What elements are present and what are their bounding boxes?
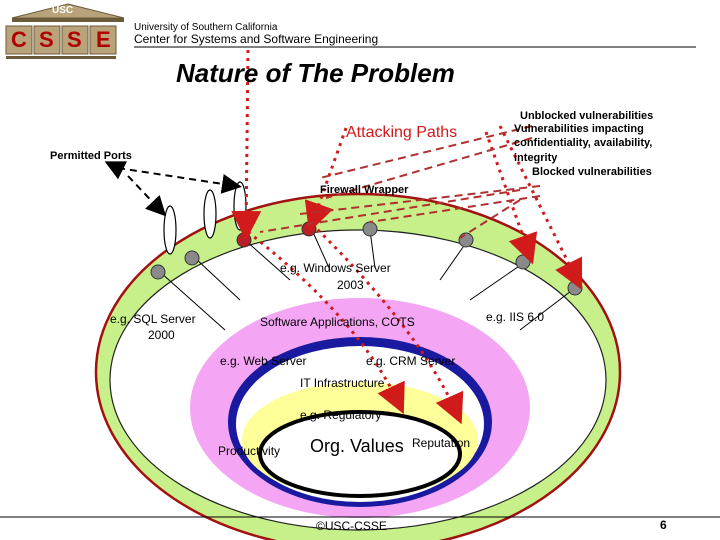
logo-letter: S (67, 27, 82, 52)
sql-server-label: e.g. SQL Server (110, 312, 196, 326)
unblocked-vulnerabilities-label: Unblocked vulnerabilities (520, 110, 654, 122)
center-name: Center for Systems and Software Engineer… (134, 32, 379, 46)
vulnerabilities-impacting-label: Vulnerabilities impacting (514, 123, 644, 135)
page-title: Nature of The Problem (176, 58, 455, 88)
sql-server-version: 2000 (148, 328, 175, 342)
org-values-label: Org. Values (310, 436, 404, 456)
windows-server-label: e.g. Windows Server (280, 261, 391, 275)
university-name: University of Southern California (134, 22, 278, 33)
copyright-footer: ©USC-CSSE (316, 519, 387, 533)
core-ring (258, 410, 462, 498)
firewall-wrapper-label: Firewall Wrapper (320, 184, 409, 196)
iis-label: e.g. IIS 6.0 (486, 310, 545, 324)
vulnerabilities-impacting-label-2: confidentiality, availability, (514, 137, 653, 149)
productivity-label: Productivity (218, 444, 281, 458)
software-applications-label: Software Applications, COTS (260, 315, 415, 329)
permitted-port-arrows (104, 161, 242, 217)
logo-letter: S (39, 27, 54, 52)
attacking-paths-label: Attacking Paths (346, 124, 458, 141)
logo-usc-text: USC (52, 5, 74, 16)
reputation-label: Reputation (412, 436, 471, 450)
page-number: 6 (660, 518, 667, 532)
blocked-vulnerabilities-label: Blocked vulnerabilities (532, 166, 652, 178)
vulnerabilities-impacting-label-3: integrity (514, 152, 558, 164)
windows-server-version: 2003 (337, 278, 364, 292)
web-server-label: e.g. Web Server (220, 354, 307, 368)
regulatory-label: e.g. Regulatory (300, 408, 382, 422)
permitted-ports-label: Permitted Ports (50, 150, 132, 162)
logo-letter: E (96, 27, 111, 52)
it-infrastructure-label: IT Infrastructure (300, 376, 385, 390)
logo-letter: C (11, 27, 27, 52)
blocked-vulnerability-lines (259, 125, 541, 239)
crm-server-label: e.g. CRM Server (366, 354, 456, 368)
